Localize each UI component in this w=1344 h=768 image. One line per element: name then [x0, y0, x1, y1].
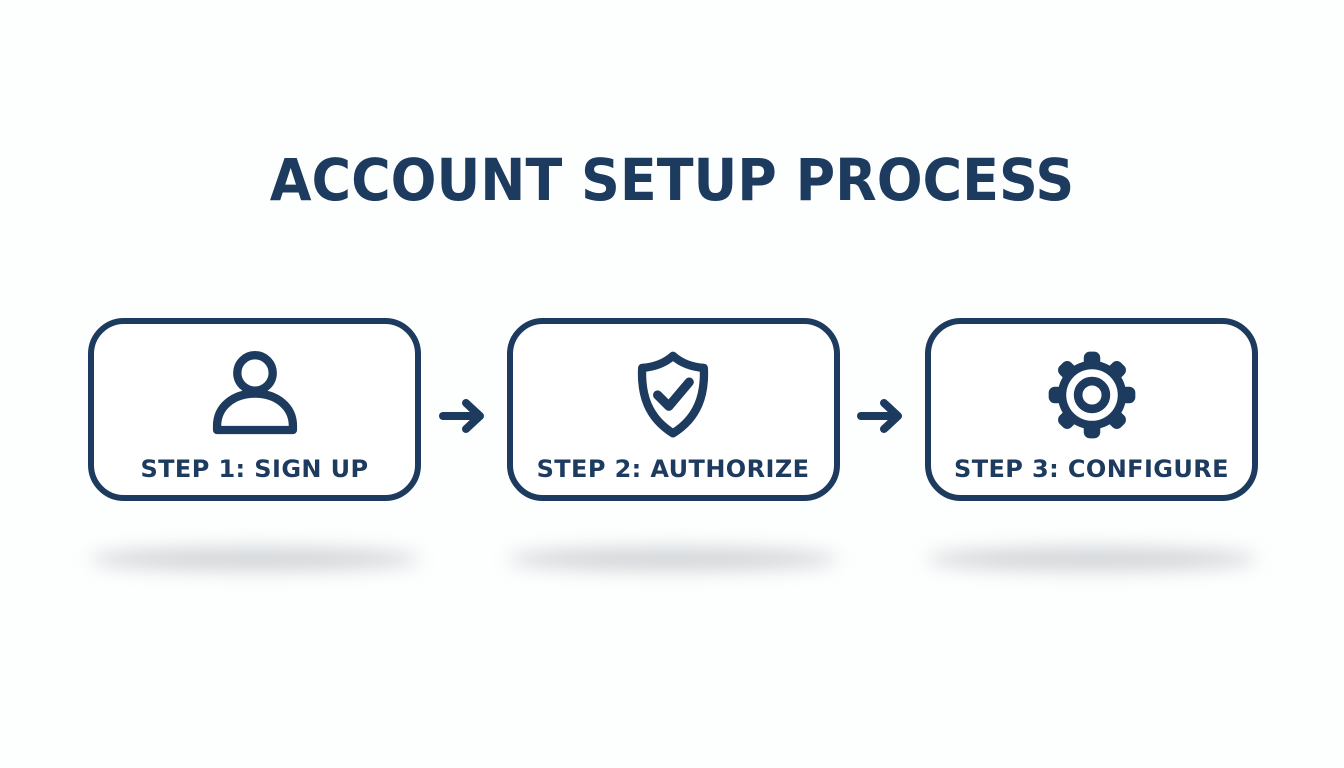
process-flow: STEP 1: SIGN UP STEP 2: AUTHORIZE	[88, 318, 1258, 501]
right-arrow-icon	[421, 318, 507, 501]
step-label: STEP 3: CONFIGURE	[954, 455, 1229, 483]
step-card-authorize: STEP 2: AUTHORIZE	[506, 318, 840, 501]
page-title: ACCOUNT SETUP PROCESS	[269, 146, 1075, 214]
step-label: STEP 2: AUTHORIZE	[536, 455, 810, 483]
shield-check-icon	[623, 344, 723, 446]
card-shadow	[927, 547, 1257, 571]
card-shadow	[90, 547, 420, 571]
card-shadow	[508, 547, 838, 571]
user-icon	[205, 344, 305, 446]
gear-icon	[1040, 344, 1144, 446]
step-card-sign-up: STEP 1: SIGN UP	[88, 318, 421, 501]
step-label: STEP 1: SIGN UP	[140, 455, 369, 483]
right-arrow-icon	[840, 318, 926, 501]
step-card-configure: STEP 3: CONFIGURE	[925, 318, 1258, 501]
